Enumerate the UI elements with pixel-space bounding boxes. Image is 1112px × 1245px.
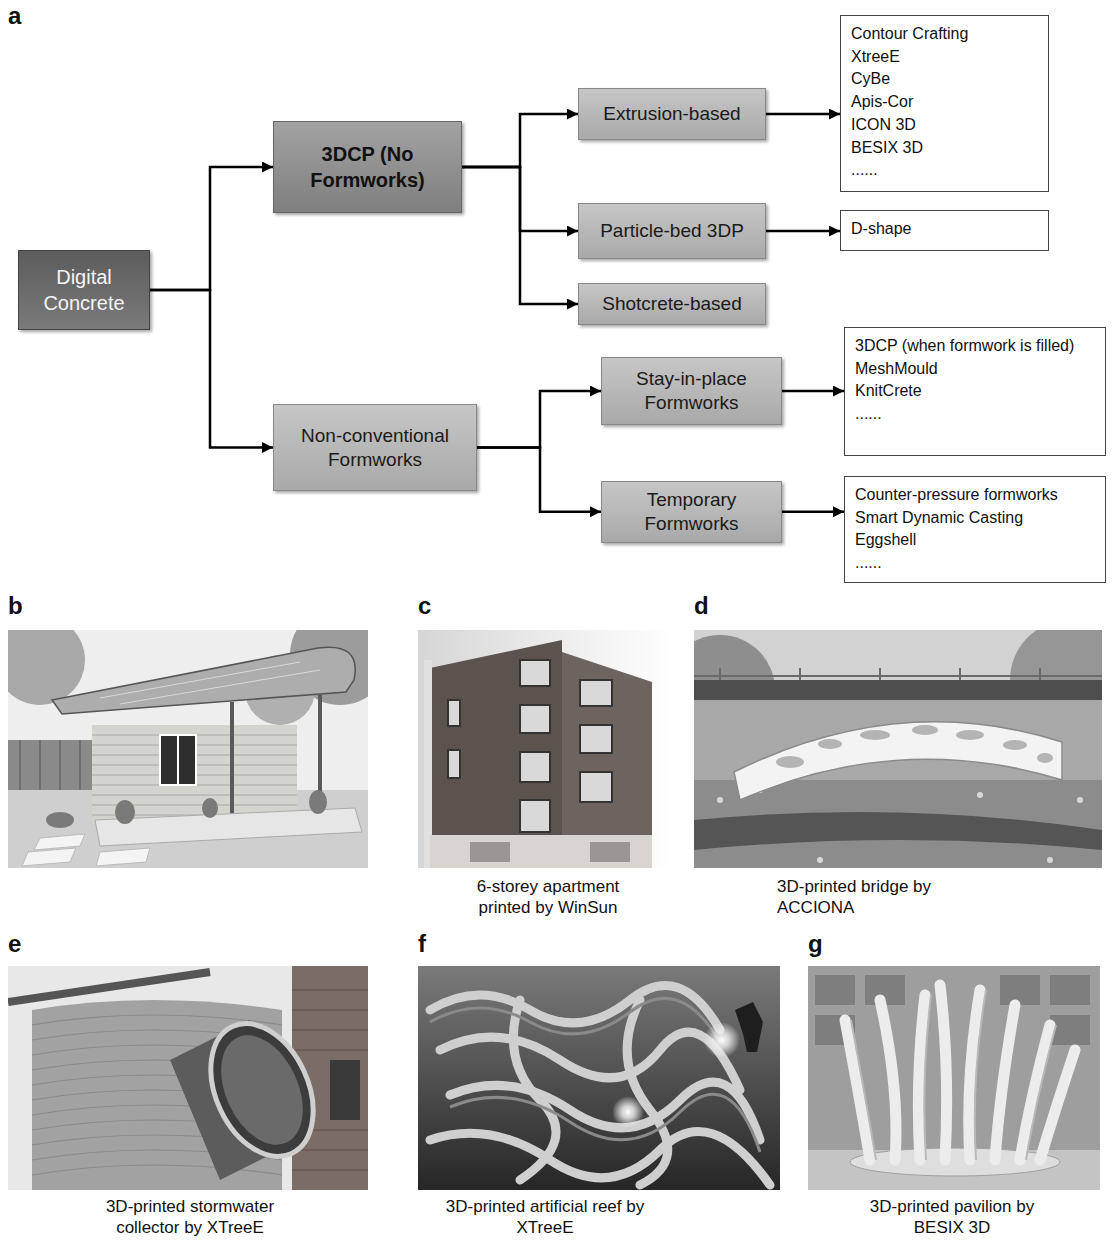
- node-text: Extrusion-based: [603, 102, 740, 126]
- node-text: Digital Concrete: [29, 264, 139, 316]
- node-text: ......: [851, 159, 878, 182]
- example-list: Contour CraftingXtreeECyBeApis-CorICON 3…: [840, 15, 1049, 192]
- panel-letter: g: [808, 930, 823, 958]
- node-text: Eggshell: [855, 529, 916, 552]
- apartment-photo: [418, 630, 674, 868]
- panel-letter: c: [418, 592, 431, 620]
- connector-arrow: [462, 114, 578, 167]
- connector-arrow: [782, 390, 844, 393]
- connector-arrow: [477, 448, 601, 512]
- node-text: CyBe: [851, 68, 890, 91]
- node-text: Contour Crafting: [851, 23, 968, 46]
- connector-arrow: [782, 511, 844, 514]
- node-text: 3DCP (when formwork is filled): [855, 335, 1074, 358]
- node-text: Smart Dynamic Casting: [855, 507, 1023, 530]
- example-list: 3DCP (when formwork is filled)MeshMouldK…: [844, 327, 1106, 456]
- node-text: Counter-pressure formworks: [855, 484, 1058, 507]
- photo-caption: 3D-printed pavilion by BESIX 3D: [866, 1196, 1038, 1239]
- node-text: Temporary Formworks: [612, 488, 771, 536]
- node-text: Stay-in-place Formworks: [612, 367, 771, 415]
- photo-caption: 6-storey apartment printed by WinSun: [456, 876, 640, 919]
- node-text: Non-conventional Formworks: [284, 424, 466, 472]
- node-text: XtreeE: [851, 46, 900, 69]
- node-text: Particle-bed 3DP: [600, 219, 744, 243]
- node-text: ......: [855, 403, 882, 426]
- node-text: ICON 3D: [851, 114, 916, 137]
- connector-arrow: [150, 290, 273, 448]
- node-text: D-shape: [851, 218, 911, 241]
- category-box: Non-conventional Formworks: [273, 404, 477, 491]
- root-box: Digital Concrete: [18, 250, 150, 330]
- node-text: Shotcrete-based: [602, 292, 741, 316]
- connector-arrow: [477, 391, 601, 448]
- panel-letter: a: [8, 2, 21, 30]
- node-text: 3DCP (No Formworks): [284, 141, 451, 193]
- panel-letter: f: [418, 930, 426, 958]
- method-box: Shotcrete-based: [578, 283, 766, 325]
- method-box: Temporary Formworks: [601, 481, 782, 543]
- panel-letter: e: [8, 930, 21, 958]
- reef-photo: [418, 966, 780, 1190]
- house-photo: [8, 630, 368, 868]
- photo-caption: 3D-printed stormwater collector by XTree…: [78, 1196, 302, 1239]
- node-text: Apis-Cor: [851, 91, 913, 114]
- example-list: Counter-pressure formworksSmart Dynamic …: [844, 476, 1106, 583]
- node-text: BESIX 3D: [851, 137, 923, 160]
- bridge-photo: [694, 630, 1102, 868]
- method-box: Particle-bed 3DP: [578, 203, 766, 259]
- panel-letter: b: [8, 592, 23, 620]
- connector-arrow: [150, 167, 273, 290]
- example-list: D-shape: [840, 210, 1049, 251]
- photo-caption: 3D-printed bridge by ACCIONA: [777, 876, 982, 919]
- method-box: Stay-in-place Formworks: [601, 357, 782, 425]
- pavilion-photo: [808, 966, 1100, 1190]
- node-text: ......: [855, 552, 882, 575]
- collector-photo: [8, 966, 368, 1190]
- connector-arrow: [766, 230, 840, 233]
- node-text: MeshMould: [855, 358, 938, 381]
- photo-caption: 3D-printed artificial reef by XTreeE: [440, 1196, 650, 1239]
- method-box: Extrusion-based: [578, 88, 766, 140]
- node-text: KnitCrete: [855, 380, 922, 403]
- category-box: 3DCP (No Formworks): [273, 121, 462, 213]
- panel-letter: d: [694, 592, 709, 620]
- connector-arrow: [462, 167, 578, 304]
- connector-arrow: [766, 113, 840, 116]
